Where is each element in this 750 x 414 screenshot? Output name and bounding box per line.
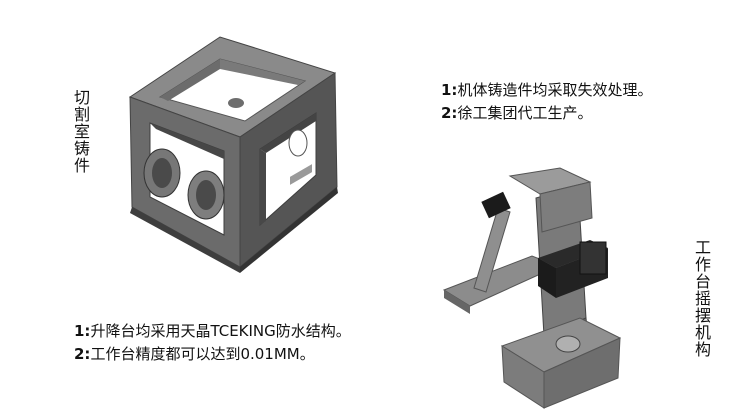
note-line: 1:升降台均采用天晶TCEKING防水结构。 [74,322,351,340]
note-line: 2:工作台精度都可以达到0.01MM。 [74,345,315,363]
cutting-chamber-label: 切割室铸件 [71,89,90,174]
table-swing-mechanism-image [442,167,622,409]
casting-notes: 1:机体铸造件均采取失效处理。 2:徐工集团代工生产。 [441,79,652,125]
note-line: 1:机体铸造件均采取失效处理。 [441,81,653,99]
note-line: 2:徐工集团代工生产。 [441,104,593,122]
cutting-chamber-casting-image [128,36,338,273]
table-notes: 1:升降台均采用天晶TCEKING防水结构。 2:工作台精度都可以达到0.01M… [74,320,351,366]
table-swing-label: 工作台摇摆机构 [692,239,711,358]
